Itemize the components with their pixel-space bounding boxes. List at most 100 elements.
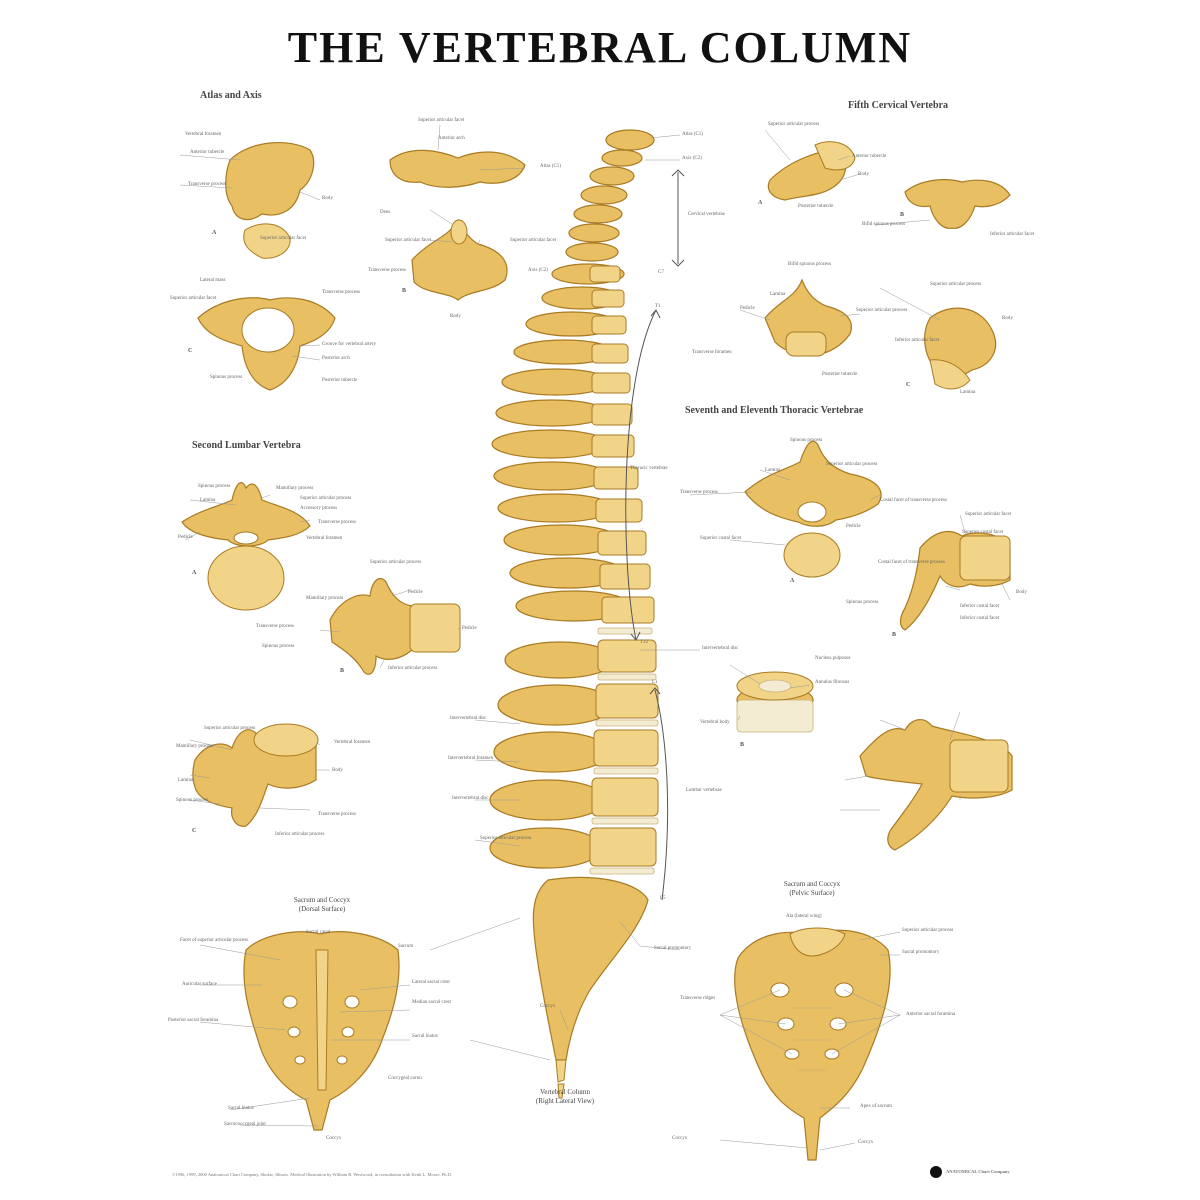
figure-letter: B bbox=[402, 288, 407, 294]
sacrum-pelvic-title: Sacrum and Coccyx bbox=[783, 880, 841, 888]
label: Bifid spinous process bbox=[862, 222, 906, 227]
label: Mamillary process bbox=[306, 596, 344, 601]
label: Inferior costal facet bbox=[960, 604, 1000, 609]
label: Anterior tubercle bbox=[852, 154, 887, 159]
label: Vertebral foramen bbox=[306, 536, 343, 541]
figure-letter: B bbox=[340, 668, 345, 674]
label: Costal facet of transverse process bbox=[878, 560, 945, 565]
atlas-axis-illustrations bbox=[197, 141, 526, 391]
label: Vertebral body bbox=[700, 720, 730, 725]
vertebral-column-illustration bbox=[489, 129, 659, 1099]
label: Spinous process bbox=[790, 438, 823, 443]
label: Inferior articular process bbox=[275, 832, 325, 837]
label: Sacral canal bbox=[306, 930, 331, 935]
label: Posterior arch bbox=[322, 356, 350, 361]
column-label: L1 bbox=[652, 680, 658, 685]
thoracic-title: Seventh and Eleventh Thoracic Vertebrae bbox=[685, 405, 864, 416]
column-region: Cervical vertebrae bbox=[688, 212, 725, 217]
label: Atlas (C1) bbox=[540, 164, 561, 169]
label: Coccygeal cornu bbox=[388, 1076, 422, 1081]
label: Mamillary process bbox=[276, 486, 314, 491]
figure-letter: B bbox=[900, 212, 905, 218]
label: Lamina bbox=[765, 468, 781, 473]
label: Lamina bbox=[770, 292, 786, 297]
label: Transverse process bbox=[256, 624, 295, 629]
label: Superior articular process bbox=[204, 726, 256, 731]
column-label: L5 bbox=[660, 896, 666, 901]
label: Sacral hiatus bbox=[228, 1106, 254, 1111]
label: Annulus fibrosus bbox=[815, 680, 850, 685]
sacrum-pelvic-illustration bbox=[734, 927, 891, 1161]
column-label: Intervertebral disc bbox=[702, 646, 739, 651]
label: Transverse process bbox=[188, 182, 227, 187]
figure-letter: A bbox=[192, 570, 197, 576]
label: Pedicle bbox=[178, 535, 193, 540]
label: Costal facet of transverse process bbox=[880, 498, 947, 503]
label: Dens bbox=[380, 210, 391, 215]
label: Bifid spinous process bbox=[788, 262, 832, 267]
column-label: Axis (C2) bbox=[682, 156, 702, 161]
label: Superior articular process bbox=[370, 560, 422, 565]
label: Pedicle bbox=[462, 626, 477, 631]
figure-letter: B bbox=[740, 742, 745, 748]
label: Anterior arch bbox=[438, 136, 465, 141]
label: Facet of superior articular process bbox=[180, 938, 249, 943]
label: Superior costal facet bbox=[700, 536, 742, 541]
sacrum-pelvic-subtitle: (Pelvic Surface) bbox=[789, 889, 835, 897]
label: Superior articular facet bbox=[965, 512, 1012, 517]
label: Body bbox=[1002, 316, 1013, 321]
label: Superior articular process bbox=[902, 928, 954, 933]
column-label: Atlas (C1) bbox=[682, 132, 703, 137]
label: Auricular surface bbox=[182, 982, 217, 987]
label: Lamina bbox=[200, 498, 216, 503]
label: Transverse ridges bbox=[680, 996, 716, 1001]
label: Transverse process bbox=[368, 268, 407, 273]
label: Posterior sacral foramina bbox=[168, 1018, 219, 1023]
copyright-footer: ©1996, 1999, 2000 Anatomical Chart Compa… bbox=[172, 1172, 453, 1177]
label: Spinous process bbox=[198, 484, 231, 489]
label: Spinous process bbox=[176, 798, 209, 803]
label: Nucleus pulposus bbox=[815, 656, 851, 661]
label: Accessory process bbox=[300, 506, 338, 511]
label: Anterior sacral foramina bbox=[906, 1012, 956, 1017]
figure-letter: C bbox=[188, 348, 193, 354]
figure-letter: A bbox=[212, 230, 217, 236]
figure-letter: A bbox=[790, 578, 795, 584]
label: Axis (C2) bbox=[528, 268, 548, 273]
column-caption: Vertebral Column (Right Lateral View) bbox=[510, 1088, 620, 1106]
label: Sacrococcygeal joint bbox=[224, 1122, 266, 1127]
thoracic-illustrations bbox=[744, 440, 1011, 631]
label: Posterior tubercle bbox=[798, 204, 834, 209]
figure-letter: A bbox=[758, 200, 763, 206]
sacrum-pelvic-caption: Sacrum and Coccyx (Pelvic Surface) bbox=[752, 880, 872, 898]
label: Superior costal facet bbox=[962, 530, 1004, 535]
label: Apex of sacrum bbox=[860, 1104, 892, 1109]
column-label: T12 bbox=[640, 640, 649, 645]
lumbar-title: Second Lumbar Vertebra bbox=[192, 440, 301, 451]
label: Mamillary process bbox=[176, 744, 214, 749]
publisher-name: ANATOMICAL Chart Company bbox=[946, 1169, 1010, 1174]
label: Lateral sacral crest bbox=[412, 980, 450, 985]
column-label: Superior articular process bbox=[480, 836, 532, 841]
label: Spinous process bbox=[846, 600, 879, 605]
atlas-axis-title: Atlas and Axis bbox=[200, 90, 262, 101]
label: Superior articular process bbox=[856, 308, 908, 313]
label: Lateral mass bbox=[200, 278, 226, 283]
column-region: Thoracic vertebrae bbox=[630, 466, 668, 471]
label: Inferior articular facet bbox=[990, 232, 1035, 237]
region-braces bbox=[625, 169, 685, 901]
column-region: Coccyx bbox=[540, 1004, 556, 1009]
label: Superior articular facet bbox=[385, 238, 432, 243]
label: Posterior tubercle bbox=[322, 378, 358, 383]
figure-letter: C bbox=[906, 382, 911, 388]
fifth-cervical-title: Fifth Cervical Vertebra bbox=[848, 100, 948, 111]
label: Transverse process bbox=[318, 520, 357, 525]
label: Vertebral foramen bbox=[185, 132, 222, 137]
label: Superior articular facet bbox=[418, 118, 465, 123]
label: Sacral hiatus bbox=[412, 1034, 438, 1039]
figure-letter: C bbox=[192, 828, 197, 834]
label: Superior articular facet bbox=[510, 238, 557, 243]
disc-illustrations bbox=[736, 671, 1013, 851]
